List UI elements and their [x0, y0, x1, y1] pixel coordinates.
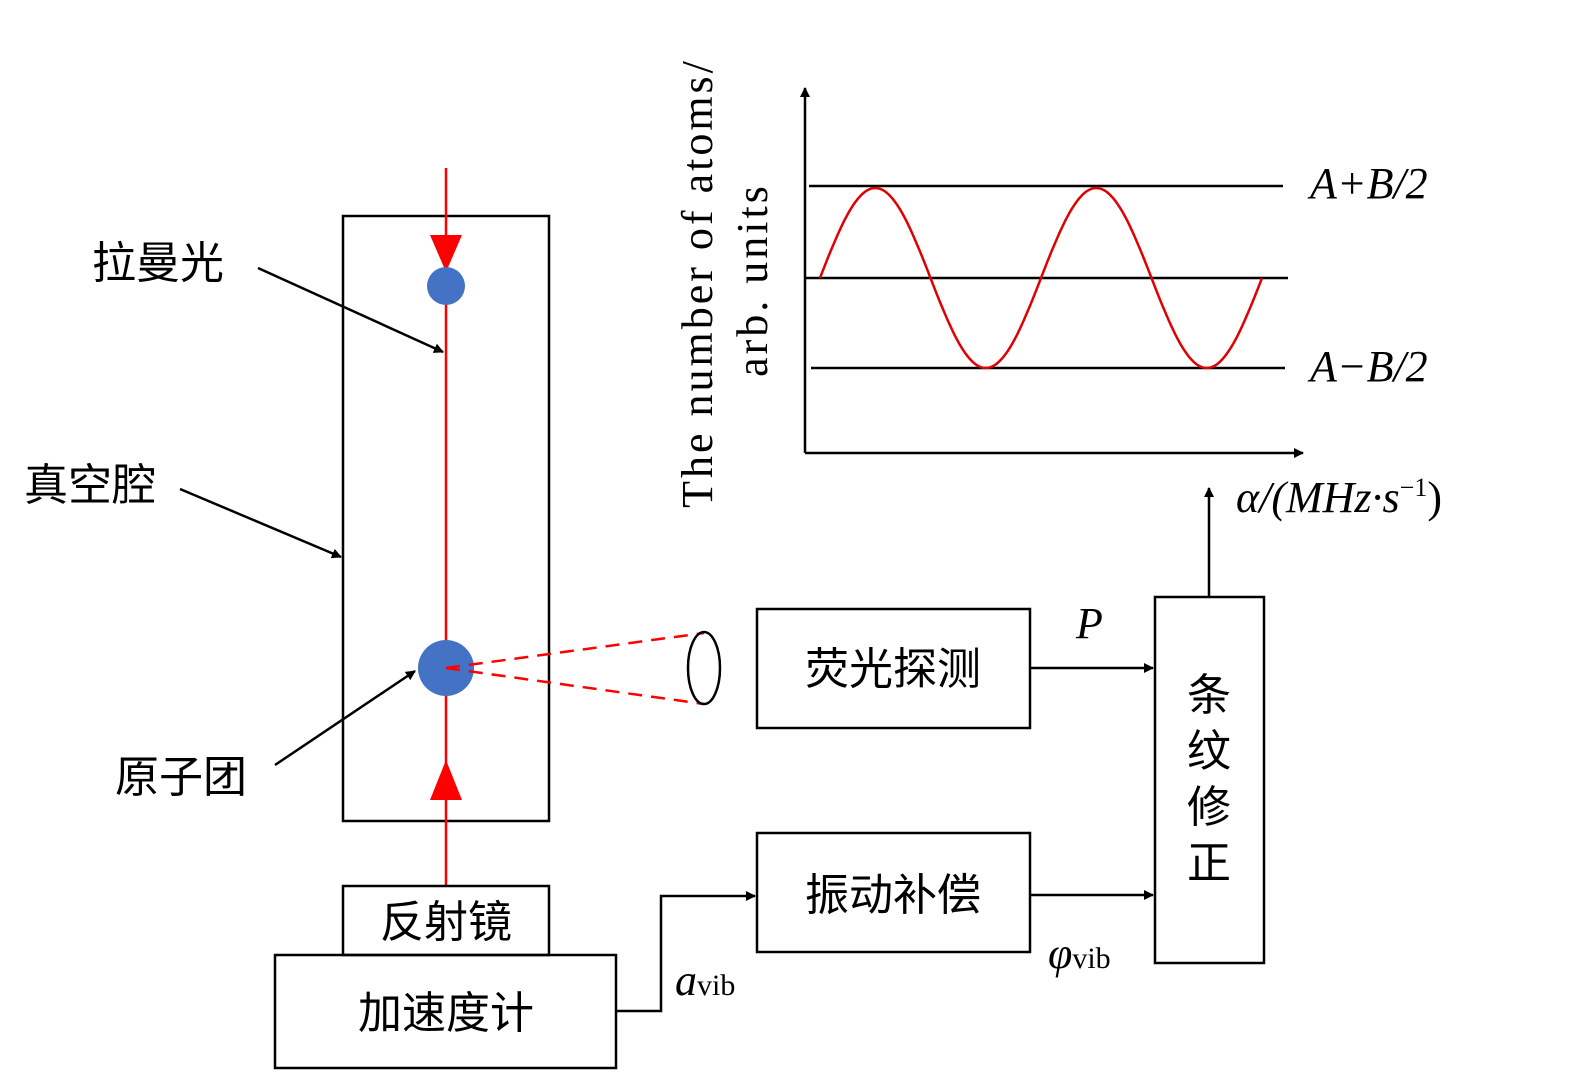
fringe-plot: A+B/2 A−B/2 The number of atoms/ arb. un…	[673, 58, 1428, 508]
vibration-compensation-box	[755, 831, 1032, 954]
laser-up-arrow-icon	[430, 760, 462, 800]
y-axis-label-line2: arb. units	[728, 183, 777, 377]
fringe-correction-char-4: 正	[1187, 838, 1231, 889]
fringe-correction-char-2: 纹	[1187, 726, 1231, 777]
fringe-correction-box	[1153, 595, 1266, 965]
fringe-correction-char-3: 修	[1187, 782, 1231, 833]
a-vib-signal-arrow	[616, 891, 756, 1013]
vacuum-chamber-pointer	[179, 487, 342, 559]
fluorescence-cone-upper	[445, 631, 705, 670]
vacuum-chamber-label: 真空腔	[24, 460, 156, 511]
fluorescence-cone-lower	[445, 666, 705, 706]
mirror-label: 反射镜	[380, 897, 512, 948]
laser-down-arrow-icon	[430, 235, 462, 272]
fringe-curve	[818, 186, 1264, 370]
raman-light-pointer	[257, 266, 444, 354]
vibration-compensation-label: 振动补偿	[805, 870, 981, 921]
y-axis-label-line1: The number of atoms/	[673, 58, 722, 508]
fringe-correction-char-1: 条	[1187, 670, 1231, 721]
atom-cloud-label: 原子团	[115, 752, 247, 803]
lower-level-label: A−B/2	[1307, 342, 1428, 391]
detector-lens-icon	[686, 630, 722, 706]
x-axis-label: α/(MHz·s−1)	[1236, 473, 1442, 522]
accelerometer-label: 加速度计	[358, 988, 534, 1039]
atom-cloud-top	[427, 267, 465, 305]
phi-vib-label: φvib	[1048, 929, 1111, 978]
a-vib-label: avib	[675, 956, 735, 1005]
p-signal-label: P	[1075, 599, 1103, 648]
fluorescence-detection-label: 荧光探测	[805, 644, 981, 695]
raman-light-label: 拉曼光	[92, 238, 224, 289]
upper-level-label: A+B/2	[1307, 159, 1428, 208]
atom-cloud-pointer	[274, 669, 416, 767]
